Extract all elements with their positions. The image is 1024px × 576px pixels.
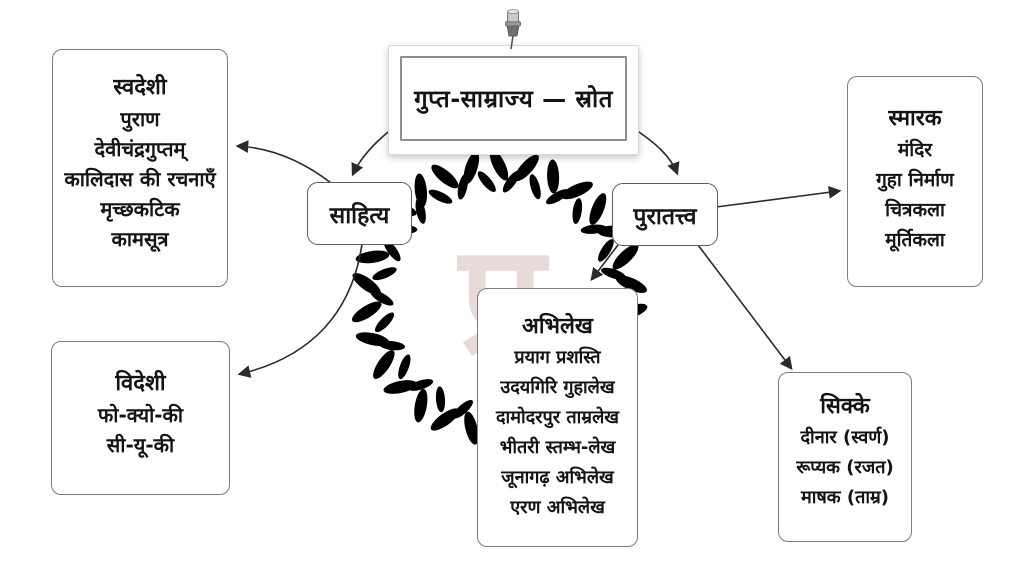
box-videshi-header: विदेशी	[115, 371, 166, 396]
arrow-puratattva-to-smarak	[715, 185, 842, 208]
list-item: रूप्यक (रजत)	[796, 457, 894, 478]
box-swadeshi-items: पुराण देवीचंद्रगुप्तम् कालिदास की रचनाएँ मृ…	[53, 104, 227, 254]
arrow-puratattva-to-sikke	[697, 244, 793, 371]
list-item: गुहा निर्माण	[876, 169, 954, 191]
list-item: माषक (ताम्र)	[800, 487, 890, 508]
box-smarak-items: मंदिर गुहा निर्माण चित्रकला मूर्तिकला	[848, 135, 982, 255]
list-item: देवीचंद्रगुप्तम्	[94, 137, 186, 161]
title-card: गुप्त-साम्राज्य — स्रोत	[388, 45, 639, 155]
list-item: दीनार (स्वर्ण)	[800, 427, 890, 448]
arrow-puratattva-to-abhilekh	[590, 244, 619, 282]
arrow-sahitya-to-videshi	[237, 243, 363, 378]
diagram-title: गुप्त-साम्राज्य — स्रोत	[414, 85, 613, 113]
list-item: सी-यू-की	[106, 433, 175, 457]
box-sikke-header: सिक्के	[820, 394, 870, 419]
box-sikke: सिक्के दीनार (स्वर्ण) रूप्यक (रजत) माषक (त…	[778, 372, 912, 542]
box-sikke-items: दीनार (स्वर्ण) रूप्यक (रजत) माषक (ताम्र)	[779, 423, 911, 513]
list-item: मृच्छकटिक	[100, 197, 180, 221]
node-puratattva-label: पुरातत्त्व	[633, 203, 697, 230]
arrow-title-to-puratattva	[632, 127, 680, 176]
list-item: भीतरी स्तम्भ-लेख	[499, 437, 616, 458]
box-abhilekh: अभिलेख प्रयाग प्रशस्ति उदयगिरि गुहालेख दाम…	[477, 288, 638, 547]
title-inner-frame: गुप्त-साम्राज्य — स्रोत	[400, 56, 627, 141]
arrow-title-to-sahitya	[351, 127, 394, 177]
box-abhilekh-header: अभिलेख	[522, 314, 593, 339]
list-item: चित्रकला	[885, 199, 945, 221]
list-item: पुराण	[120, 107, 160, 131]
list-item: मूर्तिकला	[885, 229, 945, 251]
box-videshi: विदेशी फो-क्यो-की सी-यू-की	[51, 341, 230, 495]
node-puratattva: पुरातत्त्व	[612, 183, 718, 246]
list-item: दामोदरपुर ताम्रलेख	[495, 407, 620, 428]
list-item: कामसूत्र	[111, 227, 169, 251]
list-item: फो-क्यो-की	[97, 403, 184, 427]
box-videshi-items: फो-क्यो-की सी-यू-की	[52, 400, 229, 460]
push-pin-icon	[505, 9, 521, 50]
node-sahitya-label: साहित्य	[329, 202, 390, 229]
box-smarak-header: स्मारक	[888, 106, 942, 131]
list-item: प्रयाग प्रशस्ति	[514, 347, 601, 368]
list-item: एरण अभिलेख	[510, 497, 605, 518]
list-item: उदयगिरि गुहालेख	[500, 377, 615, 398]
node-sahitya: साहित्य	[307, 182, 412, 245]
box-swadeshi: स्वदेशी पुराण देवीचंद्रगुप्तम् कालिदास की …	[52, 49, 228, 287]
list-item: जूनागढ़ अभिलेख	[501, 467, 614, 488]
arrow-sahitya-to-swadeshi	[235, 140, 332, 184]
list-item: कालिदास की रचनाएँ	[64, 167, 216, 191]
box-swadeshi-header: स्वदेशी	[113, 75, 167, 100]
box-abhilekh-items: प्रयाग प्रशस्ति उदयगिरि गुहालेख दामोदरपुर …	[478, 343, 637, 523]
list-item: मंदिर	[897, 139, 933, 161]
box-smarak: स्मारक मंदिर गुहा निर्माण चित्रकला मूर्तिकल…	[847, 76, 983, 287]
